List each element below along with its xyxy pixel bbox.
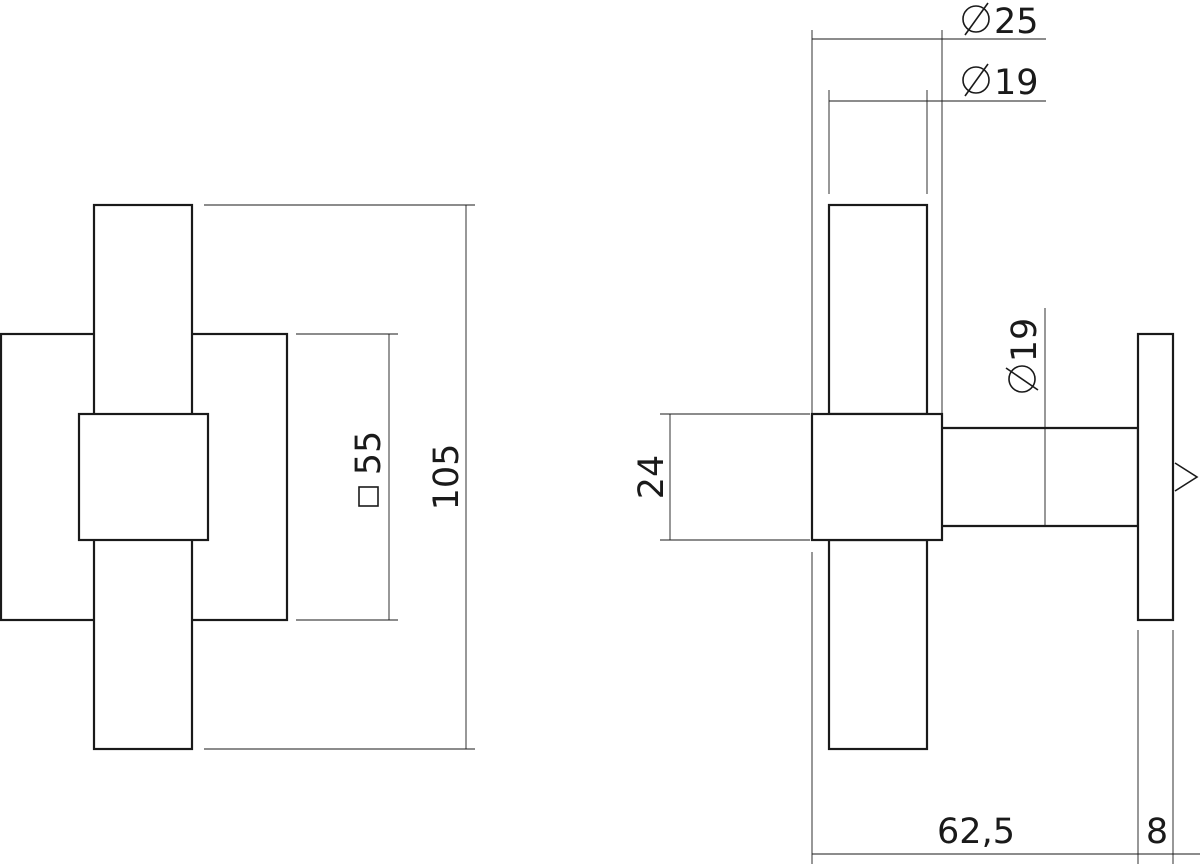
hub-block — [77, 412, 210, 542]
lower-grip — [827, 538, 929, 751]
pointer-icon — [1174, 462, 1199, 492]
diameter-symbol-icon — [962, 63, 990, 97]
outer-diameter-dimension — [811, 30, 1046, 414]
rose-size-dimension — [296, 333, 398, 621]
hub-height-dimension — [660, 413, 810, 541]
height-dimension — [204, 204, 475, 750]
front-view: 55 105 — [0, 203, 475, 751]
projection-label: 62,5 — [937, 812, 1015, 852]
height-label: 105 — [427, 444, 467, 511]
side-view: 25 19 19 24 — [632, 2, 1200, 864]
square-symbol-icon — [358, 486, 379, 507]
rose-thickness-label: 8 — [1146, 812, 1168, 852]
rose-size-label: 55 — [349, 431, 389, 476]
outer-diameter-label: 25 — [994, 2, 1039, 42]
projection-dimension — [811, 552, 1200, 864]
inner-diameter-dimension — [828, 90, 1046, 194]
diameter-symbol-icon — [1005, 365, 1039, 393]
side-hub — [810, 412, 944, 542]
rose-plate-edge — [1136, 332, 1175, 622]
upper-grip — [827, 203, 929, 416]
spindle-diameter-label: 19 — [1005, 318, 1045, 363]
hub-height-label: 24 — [632, 455, 672, 500]
diameter-symbol-icon — [962, 2, 990, 36]
spindle-neck — [921, 426, 1140, 528]
inner-diameter-label: 19 — [994, 63, 1039, 103]
